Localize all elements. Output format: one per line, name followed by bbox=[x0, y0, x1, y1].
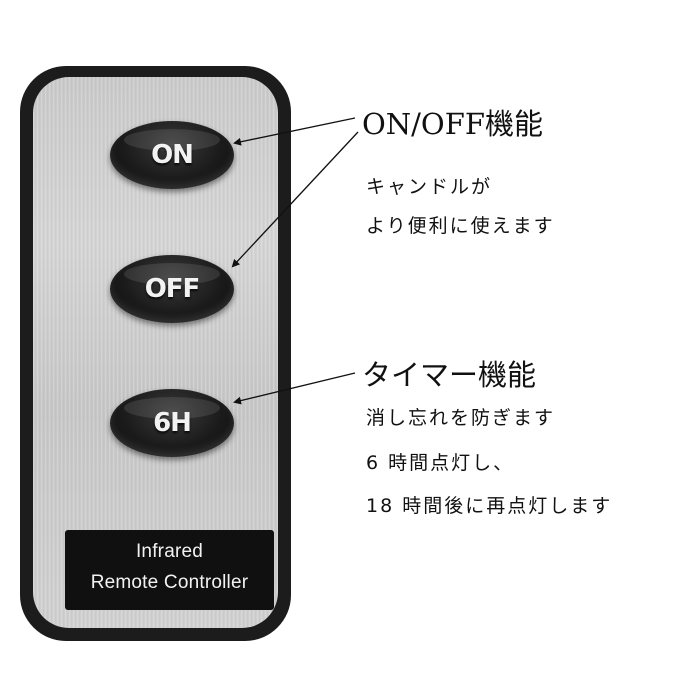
off-button-label: OFF bbox=[144, 274, 201, 304]
remote-control: ON OFF 6H Infrared Remote Controller bbox=[20, 66, 291, 641]
onoff-feature-heading: ON/OFF機能 bbox=[362, 107, 543, 141]
remote-face: ON OFF 6H Infrared Remote Controller bbox=[33, 77, 278, 628]
timer-feature-line-1: 消し忘れを防ぎます bbox=[366, 407, 556, 429]
timer-feature-line-3: 18 時間後に再点灯します bbox=[366, 495, 613, 517]
on-button[interactable]: ON bbox=[110, 121, 234, 189]
onoff-feature-line-1: キャンドルが bbox=[366, 176, 493, 198]
timer-6h-button-label: 6H bbox=[153, 408, 192, 438]
onoff-feature-line-2: より便利に使えます bbox=[366, 215, 555, 237]
timer-6h-button[interactable]: 6H bbox=[110, 389, 234, 457]
on-button-label: ON bbox=[151, 140, 194, 170]
timer-feature-heading: タイマー機能 bbox=[362, 358, 537, 392]
timer-feature-line-2: 6 時間点灯し、 bbox=[366, 452, 515, 474]
plate-line-1: Infrared bbox=[135, 541, 204, 562]
off-button[interactable]: OFF bbox=[110, 255, 234, 323]
model-plate: Infrared Remote Controller bbox=[65, 530, 274, 610]
plate-line-2: Remote Controller bbox=[90, 572, 249, 593]
